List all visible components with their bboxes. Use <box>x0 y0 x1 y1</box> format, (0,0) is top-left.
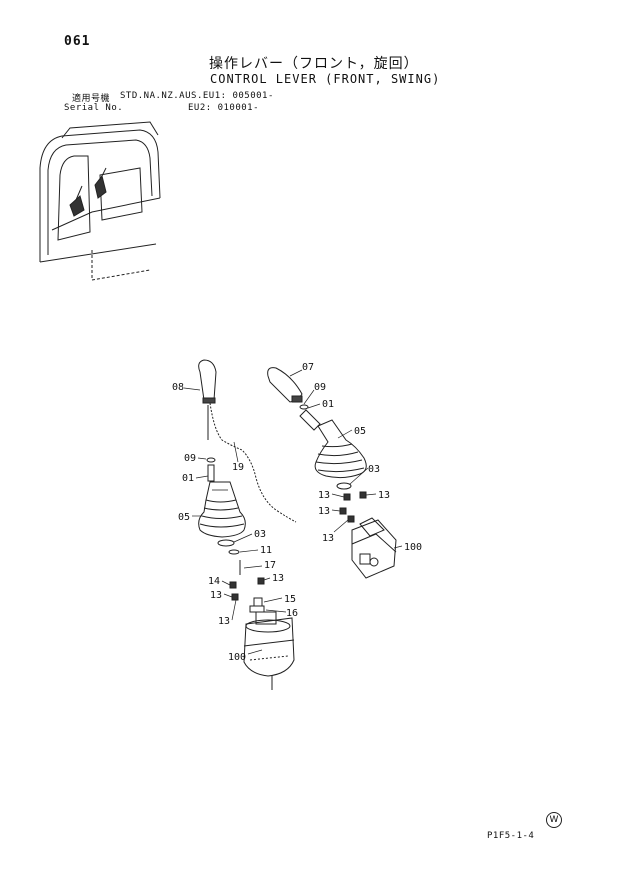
callout-right-01: 01 <box>322 399 334 410</box>
title-english: CONTROL LEVER (FRONT, SWING) <box>210 72 441 86</box>
callout-left-16: 16 <box>286 608 298 619</box>
callout-right-13-b: 13 <box>378 490 390 501</box>
callout-left-13-c: 13 <box>218 616 230 627</box>
callout-right-03: 03 <box>368 464 380 475</box>
callout-left-05: 05 <box>178 512 190 523</box>
callout-left-100: 100 <box>228 652 246 663</box>
callout-right-05: 05 <box>354 426 366 437</box>
callout-right-07: 07 <box>302 362 314 373</box>
callout-left-01: 01 <box>182 473 194 484</box>
callout-left-19: 19 <box>232 462 244 473</box>
w-circle-mark: W <box>546 812 562 828</box>
callout-left-11: 11 <box>260 545 272 556</box>
serial-label-japanese: 適用号機 <box>72 94 111 104</box>
callout-right-13-c: 13 <box>318 506 330 517</box>
callout-leaders <box>183 369 403 655</box>
callout-right-13-a: 13 <box>318 490 330 501</box>
serial-range-eu1: STD.NA.NZ.AUS.EU1: 005001- <box>120 91 274 101</box>
serial-range-eu2: EU2: 010001- <box>188 103 260 113</box>
callout-right-100: 100 <box>404 542 422 553</box>
callout-left-14: 14 <box>208 576 220 587</box>
footer-page-code: P1F5-1-4 <box>487 831 535 841</box>
right-lever-assembly <box>267 367 397 579</box>
left-lever-assembly <box>198 359 297 690</box>
callout-left-08: 08 <box>172 382 184 393</box>
cab-location-sketch <box>39 121 161 281</box>
callout-left-03: 03 <box>254 529 266 540</box>
callout-right-09: 09 <box>314 382 326 393</box>
callout-left-09: 09 <box>184 453 196 464</box>
callout-right-13-d: 13 <box>322 533 334 544</box>
callout-left-13-a: 13 <box>210 590 222 601</box>
title-japanese: 操作レバー（フロント，旋回） <box>209 56 419 72</box>
serial-label-english: Serial No. <box>64 103 124 113</box>
page-number: 061 <box>64 34 91 49</box>
callout-left-13-b: 13 <box>272 573 284 584</box>
callout-left-15: 15 <box>284 594 296 605</box>
callout-left-17: 17 <box>264 560 276 571</box>
